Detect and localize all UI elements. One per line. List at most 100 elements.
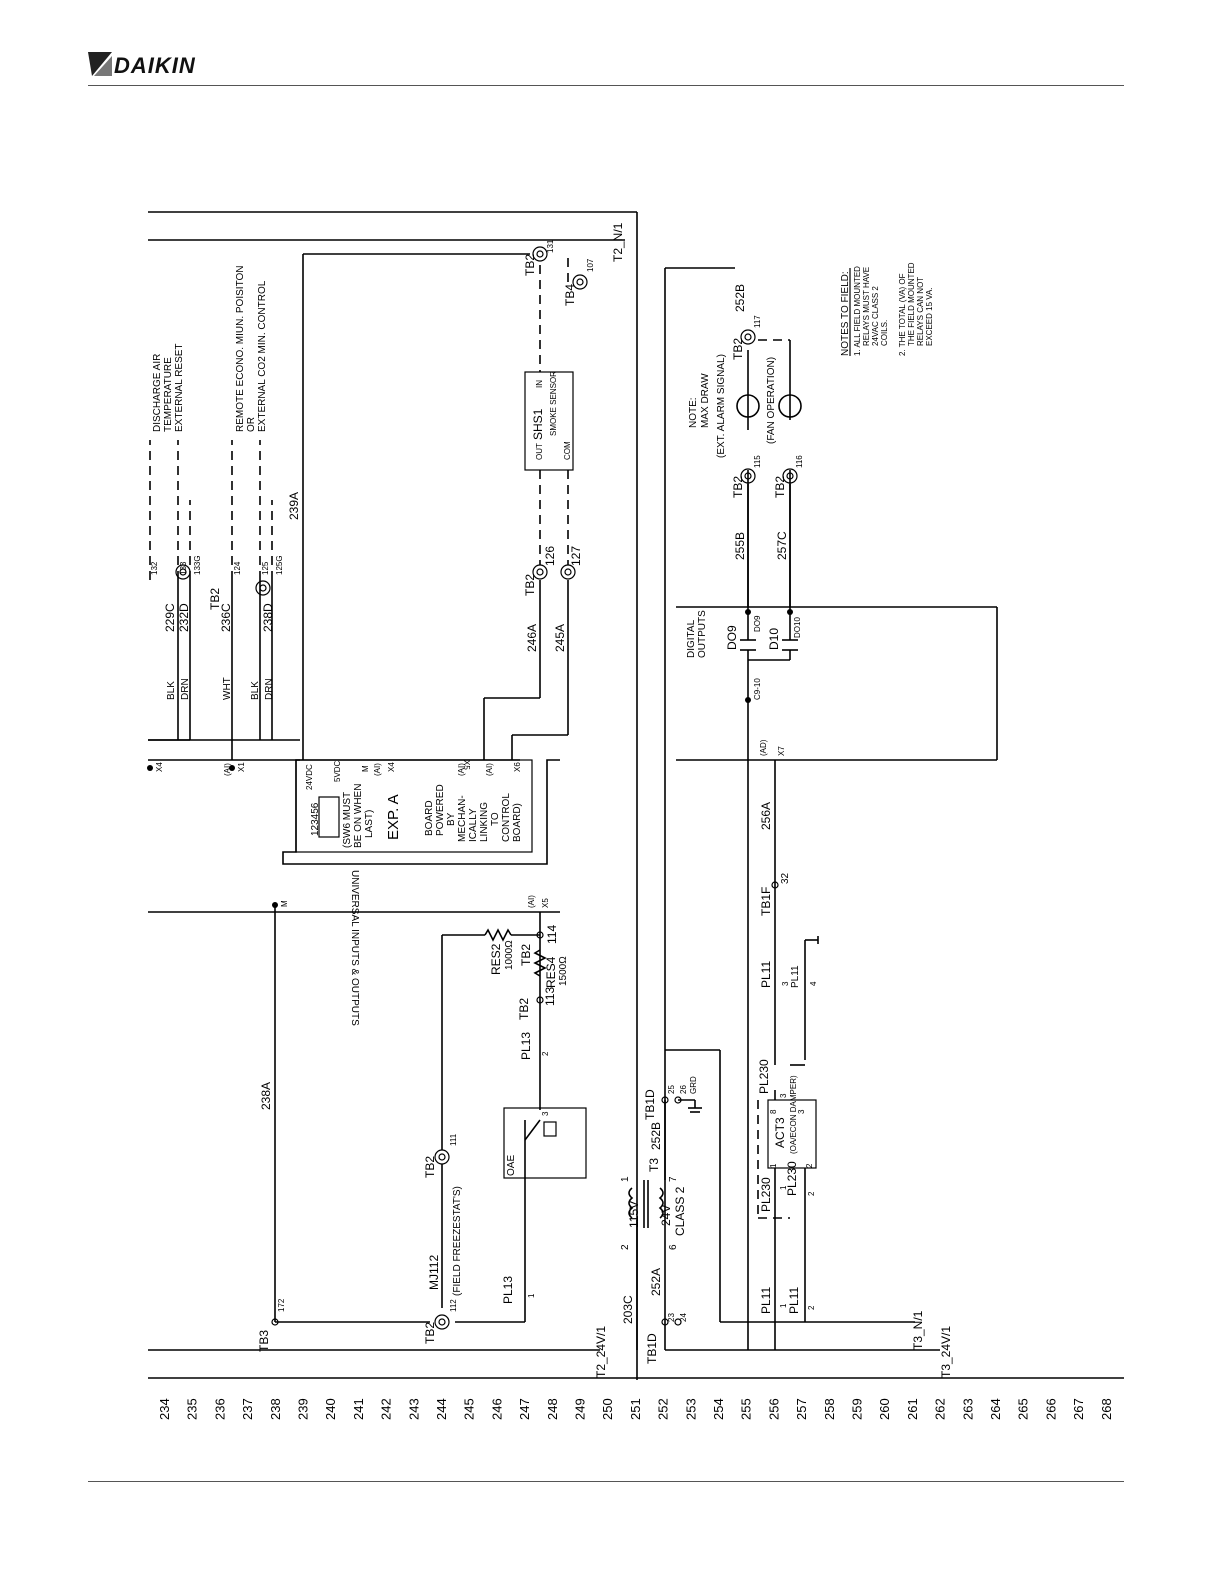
terminal-127-label: 127 [569, 546, 583, 566]
tb1f-label: TB1F [759, 887, 773, 916]
powered-note-5: ICALLY [468, 808, 479, 842]
wire-252b-label: 252B [649, 1122, 663, 1150]
terminal-133-label: 133 [179, 561, 188, 575]
note-1-line-3: 24VAC CLASS 2 [871, 286, 880, 346]
transformer-primary [628, 1187, 634, 1219]
act3-pin2-label: 2 [805, 1163, 814, 1168]
powered-note-7: TO [490, 812, 501, 826]
tb2-label-7: TB2 [423, 1156, 437, 1178]
terminal-112-label: 112 [449, 1299, 458, 1312]
line-number-251: 251 [628, 1398, 643, 1420]
terminal-124-label: 124 [233, 561, 242, 575]
wire-229c-label: 229C [163, 603, 177, 632]
shs1-sensor-box [524, 371, 574, 471]
terminal-115 [740, 468, 756, 484]
pin-x1: X1 [237, 762, 246, 772]
pl230-lower-label: PL230 [759, 1177, 773, 1212]
pl11-upper-label: PL11 [759, 961, 773, 988]
oae-switch-box [503, 1107, 587, 1179]
discharge-air-label-2: TEMPERATURE [163, 357, 174, 432]
pin-x5: X5 [462, 760, 471, 770]
terminal-grd-label: GRD [689, 1076, 698, 1094]
junction-m [272, 902, 278, 908]
wire-252a-label: 252A [649, 1268, 663, 1296]
shs1-label: SHS1 [531, 408, 545, 440]
line-number-259: 259 [850, 1398, 865, 1420]
line-number-248: 248 [545, 1398, 560, 1420]
wire-255b-label: 255B [733, 532, 747, 560]
res4-resistor [533, 949, 547, 977]
terminal-133 [175, 564, 191, 580]
powered-note-8: CONTROL [501, 793, 512, 842]
shs1-subtitle: SMOKE SENSOR [549, 371, 558, 436]
do10-pin-label: DO10 [793, 617, 802, 638]
terminal-112 [434, 1314, 450, 1330]
do9-label: DO9 [725, 625, 739, 650]
wire-238a-label: 238A [259, 1082, 273, 1110]
res4-label: RES4 [544, 956, 558, 988]
pin-5vdc: 5VDC [333, 760, 342, 782]
line-number-241: 241 [351, 1398, 366, 1420]
pl230-pin2-label: 2 [807, 1191, 816, 1196]
terminal-23-label: 23 [667, 1313, 676, 1322]
line-number-261: 261 [905, 1398, 920, 1420]
powered-note-9: BOARD) [512, 803, 523, 842]
pin-ai-x1: (AI) [223, 763, 232, 776]
pl11-lower-label: PL11 [759, 1287, 773, 1314]
res2-label: RES2 [489, 943, 503, 975]
terminal-113 [536, 996, 544, 1004]
wire-245a-label: 245A [553, 624, 567, 652]
pl13-pin1-label: 1 [527, 1293, 536, 1298]
line-number-254: 254 [711, 1398, 726, 1420]
act3-label: ACT3 [773, 1117, 787, 1148]
terminal-24 [674, 1318, 682, 1326]
transformer-class-label: CLASS 2 [673, 1186, 687, 1236]
act3-desc-label: (OA/ECON DAMPER) [789, 1075, 798, 1154]
shs1-in-pin: IN [535, 380, 544, 388]
load-note-1: NOTE: [688, 397, 699, 428]
terminal-32-label: 32 [780, 872, 791, 884]
tb2-label-3: TB2 [523, 574, 537, 596]
fan-operation-label: (FAN OPERATION) [766, 357, 777, 444]
act3-damper-actuator [767, 1099, 817, 1169]
shs1-com-pin: COM [563, 441, 572, 460]
terminal-125 [255, 580, 271, 596]
terminal-125-label: 125 [261, 561, 270, 575]
tb1d-lower-label: TB1D [645, 1333, 659, 1364]
transformer-secondary [658, 1187, 664, 1219]
transformer-24v-label: 24V [659, 1205, 673, 1226]
pl230-pin1-label: 1 [779, 1185, 788, 1190]
terminal-24-label: 24 [679, 1313, 688, 1322]
wire-blk-label-2: BLK [250, 681, 261, 700]
pl11-pin3-label: 3 [781, 981, 790, 986]
tb4-label: TB4 [563, 284, 577, 306]
remote-econo-label-2: OR [246, 417, 257, 432]
line-number-257: 257 [794, 1398, 809, 1420]
exp-board-caption: UNIVERSAL INPUTS & OUTPUTS [349, 870, 360, 1026]
terminal-126-label: 126 [543, 546, 557, 566]
t3-24v-label: T3_24V/1 [939, 1326, 953, 1378]
line-number-250: 250 [600, 1398, 615, 1420]
notes-to-field-title: NOTES TO FIELD: [840, 271, 851, 356]
field-freezestats-label: (FIELD FREEZESTAT'S) [452, 1186, 463, 1296]
pl13-lower-label: PL13 [501, 1276, 515, 1304]
note-1-line-2: RELAYS MUST HAVE [862, 267, 871, 346]
transformer-pin1-label: 1 [620, 1176, 631, 1182]
tb2-label-2: TB2 [208, 588, 222, 610]
line-number-263: 263 [960, 1398, 975, 1420]
terminal-107-label: 107 [586, 258, 595, 272]
line-number-239: 239 [296, 1398, 311, 1420]
discharge-air-label-1: DISCHARGE AIR [152, 354, 163, 432]
line-number-240: 240 [323, 1398, 338, 1420]
load-note-2: MAX DRAW [700, 373, 711, 428]
sw6-note-1: (SW6 MUST [342, 792, 353, 848]
line-number-253: 253 [683, 1398, 698, 1420]
digital-outputs-title-2: OUTPUTS [697, 610, 708, 658]
pin-m-lower: M [280, 900, 289, 907]
terminal-114-label: 114 [545, 925, 559, 944]
transformer-pin2-label: 2 [620, 1244, 631, 1250]
powered-note-1: BOARD [424, 800, 435, 836]
powered-note-6: LINKING [479, 802, 490, 842]
